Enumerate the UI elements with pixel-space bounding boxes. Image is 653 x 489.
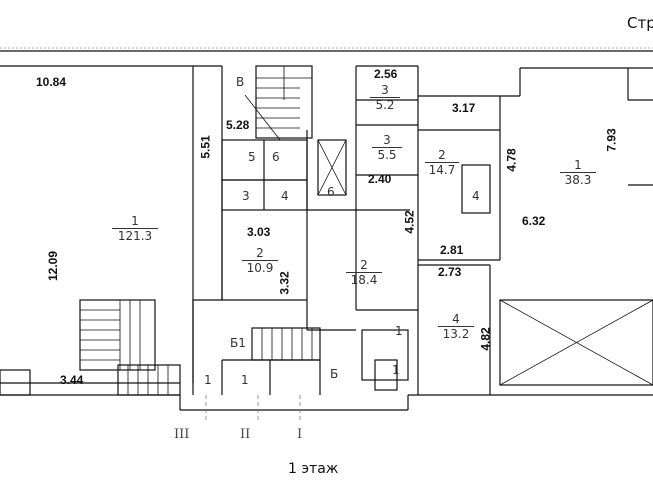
dim-2-81: 2.81 (440, 243, 464, 257)
label-stair-b: Б (330, 367, 339, 381)
label-closet-4: 4 (472, 189, 480, 203)
room-area: 14.7 (428, 163, 456, 177)
dim-3-17: 3.17 (452, 101, 476, 115)
room-number: 2 (425, 148, 459, 163)
outer-wall-bottom (0, 394, 653, 411)
axis-II: II (240, 427, 251, 442)
label-stair-b1: Б1 (230, 336, 246, 350)
room-4-13-2: 4 13.2 (438, 312, 474, 341)
room-area: 18.4 (350, 273, 378, 287)
room-area: 5.5 (377, 148, 397, 162)
label-wc-5: 5 (248, 150, 256, 164)
label-wc-6: 6 (272, 150, 280, 164)
axis-I: I (297, 427, 303, 442)
label-room-1c: 1 (395, 324, 403, 338)
label-room-4: 4 (281, 189, 289, 203)
dim-3-44: 3.44 (60, 373, 84, 387)
dim-2-40: 2.40 (368, 172, 392, 186)
room-2-10-9: 2 10.9 (242, 246, 278, 275)
room-area: 38.3 (564, 173, 592, 187)
room-number: 1 (112, 214, 158, 229)
room-area: 10.9 (246, 261, 274, 275)
room-1-38-3: 1 38.3 (560, 158, 596, 187)
floor-label: 1 этаж (288, 461, 339, 477)
room-area: 121.3 (117, 229, 153, 243)
room-2-18-4: 2 18.4 (346, 258, 382, 287)
axis-III: III (174, 427, 190, 442)
dim-10-84: 10.84 (36, 75, 67, 89)
room-area: 13.2 (442, 327, 470, 341)
dim-2-73: 2.73 (438, 265, 462, 279)
equipment-zone (499, 299, 653, 386)
stair-arrow (244, 94, 281, 141)
stair-left (79, 299, 156, 371)
dim-2-56: 2.56 (374, 67, 398, 81)
dim-7-93: 7.93 (604, 128, 619, 152)
dim-5-51: 5.51 (198, 135, 213, 159)
dim-5-28: 5.28 (226, 118, 250, 132)
dim-4-52: 4.52 (402, 210, 417, 234)
dim-4-78: 4.78 (504, 148, 519, 172)
room-2-14-7: 2 14.7 (425, 148, 459, 177)
label-lift-6: 6 (327, 185, 335, 199)
room-number: 2 (242, 246, 278, 261)
dim-12-09: 12.09 (46, 250, 61, 282)
room-number: 3 (372, 133, 402, 148)
wall-corridor (193, 100, 223, 301)
closet-4 (461, 164, 491, 214)
room-1-121: 1 121.3 (112, 214, 158, 243)
room-3-5-5: 3 5.5 (372, 133, 402, 162)
label-room-1b: 1 (241, 373, 249, 387)
room-number: 1 (560, 158, 596, 173)
outer-wall-top-inner (0, 65, 653, 100)
room-area: 5.2 (375, 98, 395, 112)
dim-4-82: 4.82 (478, 327, 493, 351)
label-room-1d: 1 (392, 363, 400, 377)
label-room-1a: 1 (204, 373, 212, 387)
room-number: 2 (346, 258, 382, 273)
dim-3-03: 3.03 (247, 225, 271, 239)
label-room-3: 3 (242, 189, 250, 203)
room-3-5-2: 3 5.2 (370, 83, 400, 112)
lift-shaft (317, 139, 347, 196)
header-label: Стр (627, 14, 653, 32)
room-number: 4 (438, 312, 474, 327)
dim-3-32: 3.32 (277, 271, 292, 295)
dim-6-32: 6.32 (522, 214, 546, 228)
label-stair-v: В (236, 75, 245, 89)
room-number: 3 (370, 83, 400, 98)
